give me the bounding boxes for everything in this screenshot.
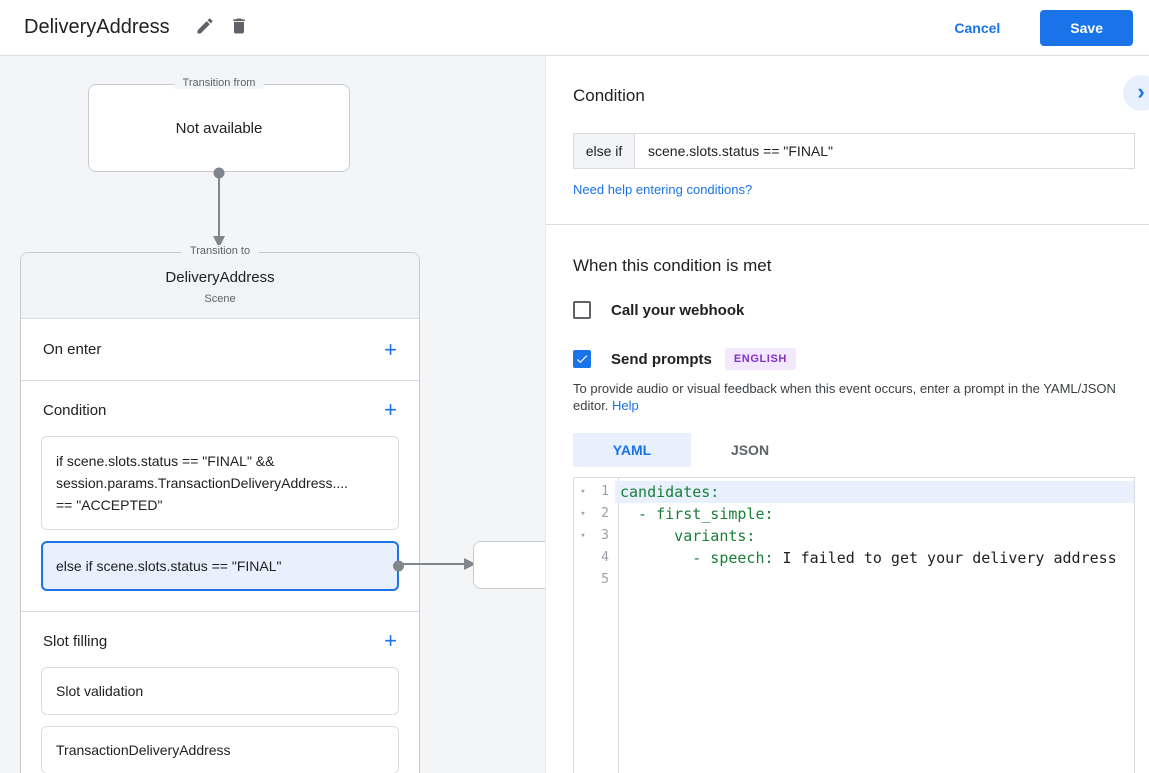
code-line: - speech: I failed to get your delivery … [620,549,1117,567]
add-on-enter-icon[interactable]: + [384,336,397,362]
prompt-description-text: To provide audio or visual feedback when… [573,381,1116,413]
editor-line: ▾ 3 variants: [574,525,1134,547]
editor-tabs: YAML JSON [573,433,1135,467]
line-number: 1 [601,484,609,499]
scene-type: Scene [204,293,236,305]
line-number: 4 [601,550,609,565]
language-badge: ENGLISH [724,348,796,370]
fold-spacer [574,569,592,591]
scene-name: DeliveryAddress [165,269,275,286]
condition-item-selected[interactable]: else if scene.slots.status == "FINAL" [41,541,404,591]
scene-card-header: DeliveryAddress Scene [21,253,419,319]
code-line: variants: [620,527,756,545]
condition-items: if scene.slots.status == "FINAL" &&sessi… [41,436,404,591]
editor-line: 5 [574,569,1134,591]
on-enter-row: On enter + [21,319,419,381]
delete-scene-button[interactable] [222,11,256,45]
condition-prefix: else if [574,134,635,168]
transition-to-label: Transition to [181,245,259,257]
chevron-right-icon: › [1137,78,1145,104]
help-link[interactable]: Help [612,398,639,413]
line-number: 5 [601,572,609,587]
save-button[interactable]: Save [1040,9,1133,46]
on-enter-label: On enter [43,341,102,358]
editor-line: ▾ 1 candidates: [574,481,1134,503]
webhook-label: Call your webhook [611,301,745,319]
fold-icon[interactable]: ▾ [580,531,586,541]
condition-met-title: When this condition is met [573,256,772,275]
slot-item[interactable]: TransactionDeliveryAddress [41,726,399,773]
condition-editor-panel: › Condition else if Need help entering c… [545,56,1149,773]
code-line: - first_simple: [620,505,774,523]
send-prompts-checkbox[interactable] [573,350,591,368]
transition-to-card: Transition to DeliveryAddress Scene On e… [20,245,420,773]
webhook-row: Call your webhook [573,301,1135,319]
trash-icon [229,16,249,39]
connector-dot [393,560,404,572]
webhook-checkbox[interactable] [573,301,591,319]
section-divider [546,224,1149,225]
fold-icon[interactable]: ▾ [580,509,586,519]
fold-spacer [574,547,592,569]
page-title: DeliveryAddress [24,16,170,38]
condition-expression-input[interactable] [635,134,1134,168]
tab-json[interactable]: JSON [730,442,770,458]
line-number: 2 [601,506,609,521]
editor-line: 4 - speech: I failed to get your deliver… [574,547,1134,569]
condition-item[interactable]: if scene.slots.status == "FINAL" &&sessi… [41,436,399,530]
add-condition-icon[interactable]: + [384,397,397,422]
editor-line: ▾ 2 - first_simple: [574,503,1134,525]
transition-from-box: Transition from Not available [88,77,350,172]
scene-flow-canvas: Transition from Not available Transition… [0,56,545,773]
condition-section: Condition + if scene.slots.status == "FI… [21,381,419,612]
condition-section-label: Condition [43,401,107,419]
condition-input-row: else if [573,133,1135,169]
slot-filling-label: Slot filling [43,632,108,650]
slot-item[interactable]: Slot validation [41,667,399,715]
top-bar: DeliveryAddress Cancel Save [0,0,1149,56]
transition-from-content: Not available [175,119,263,137]
down-arrow-connector [213,167,225,248]
fold-icon[interactable]: ▾ [580,487,586,497]
condition-help-link[interactable]: Need help entering conditions? [573,182,753,197]
cancel-button[interactable]: Cancel [938,12,1016,44]
checkmark-icon [575,352,589,366]
send-prompts-row: Send prompts ENGLISH [573,348,1135,370]
transition-from-label: Transition from [174,77,264,89]
collapse-panel-button[interactable]: › [1123,75,1149,111]
send-prompts-label: Send prompts [611,350,712,368]
transition-target-box [473,541,545,589]
code-line [615,569,1134,591]
panel-title: Condition [573,86,645,105]
tab-yaml[interactable]: YAML [573,433,691,467]
right-arrow-connector [402,558,476,570]
yaml-code-editor[interactable]: ▾ 1 candidates: ▾ 2 - first_simple: ▾ 3 varian… [573,477,1135,773]
prompt-description: To provide audio or visual feedback when… [573,380,1135,414]
edit-scene-button[interactable] [188,11,222,45]
add-slot-icon[interactable]: + [384,628,397,653]
code-line: candidates: [615,481,1134,503]
pencil-icon [195,16,215,39]
line-number: 3 [601,528,609,543]
